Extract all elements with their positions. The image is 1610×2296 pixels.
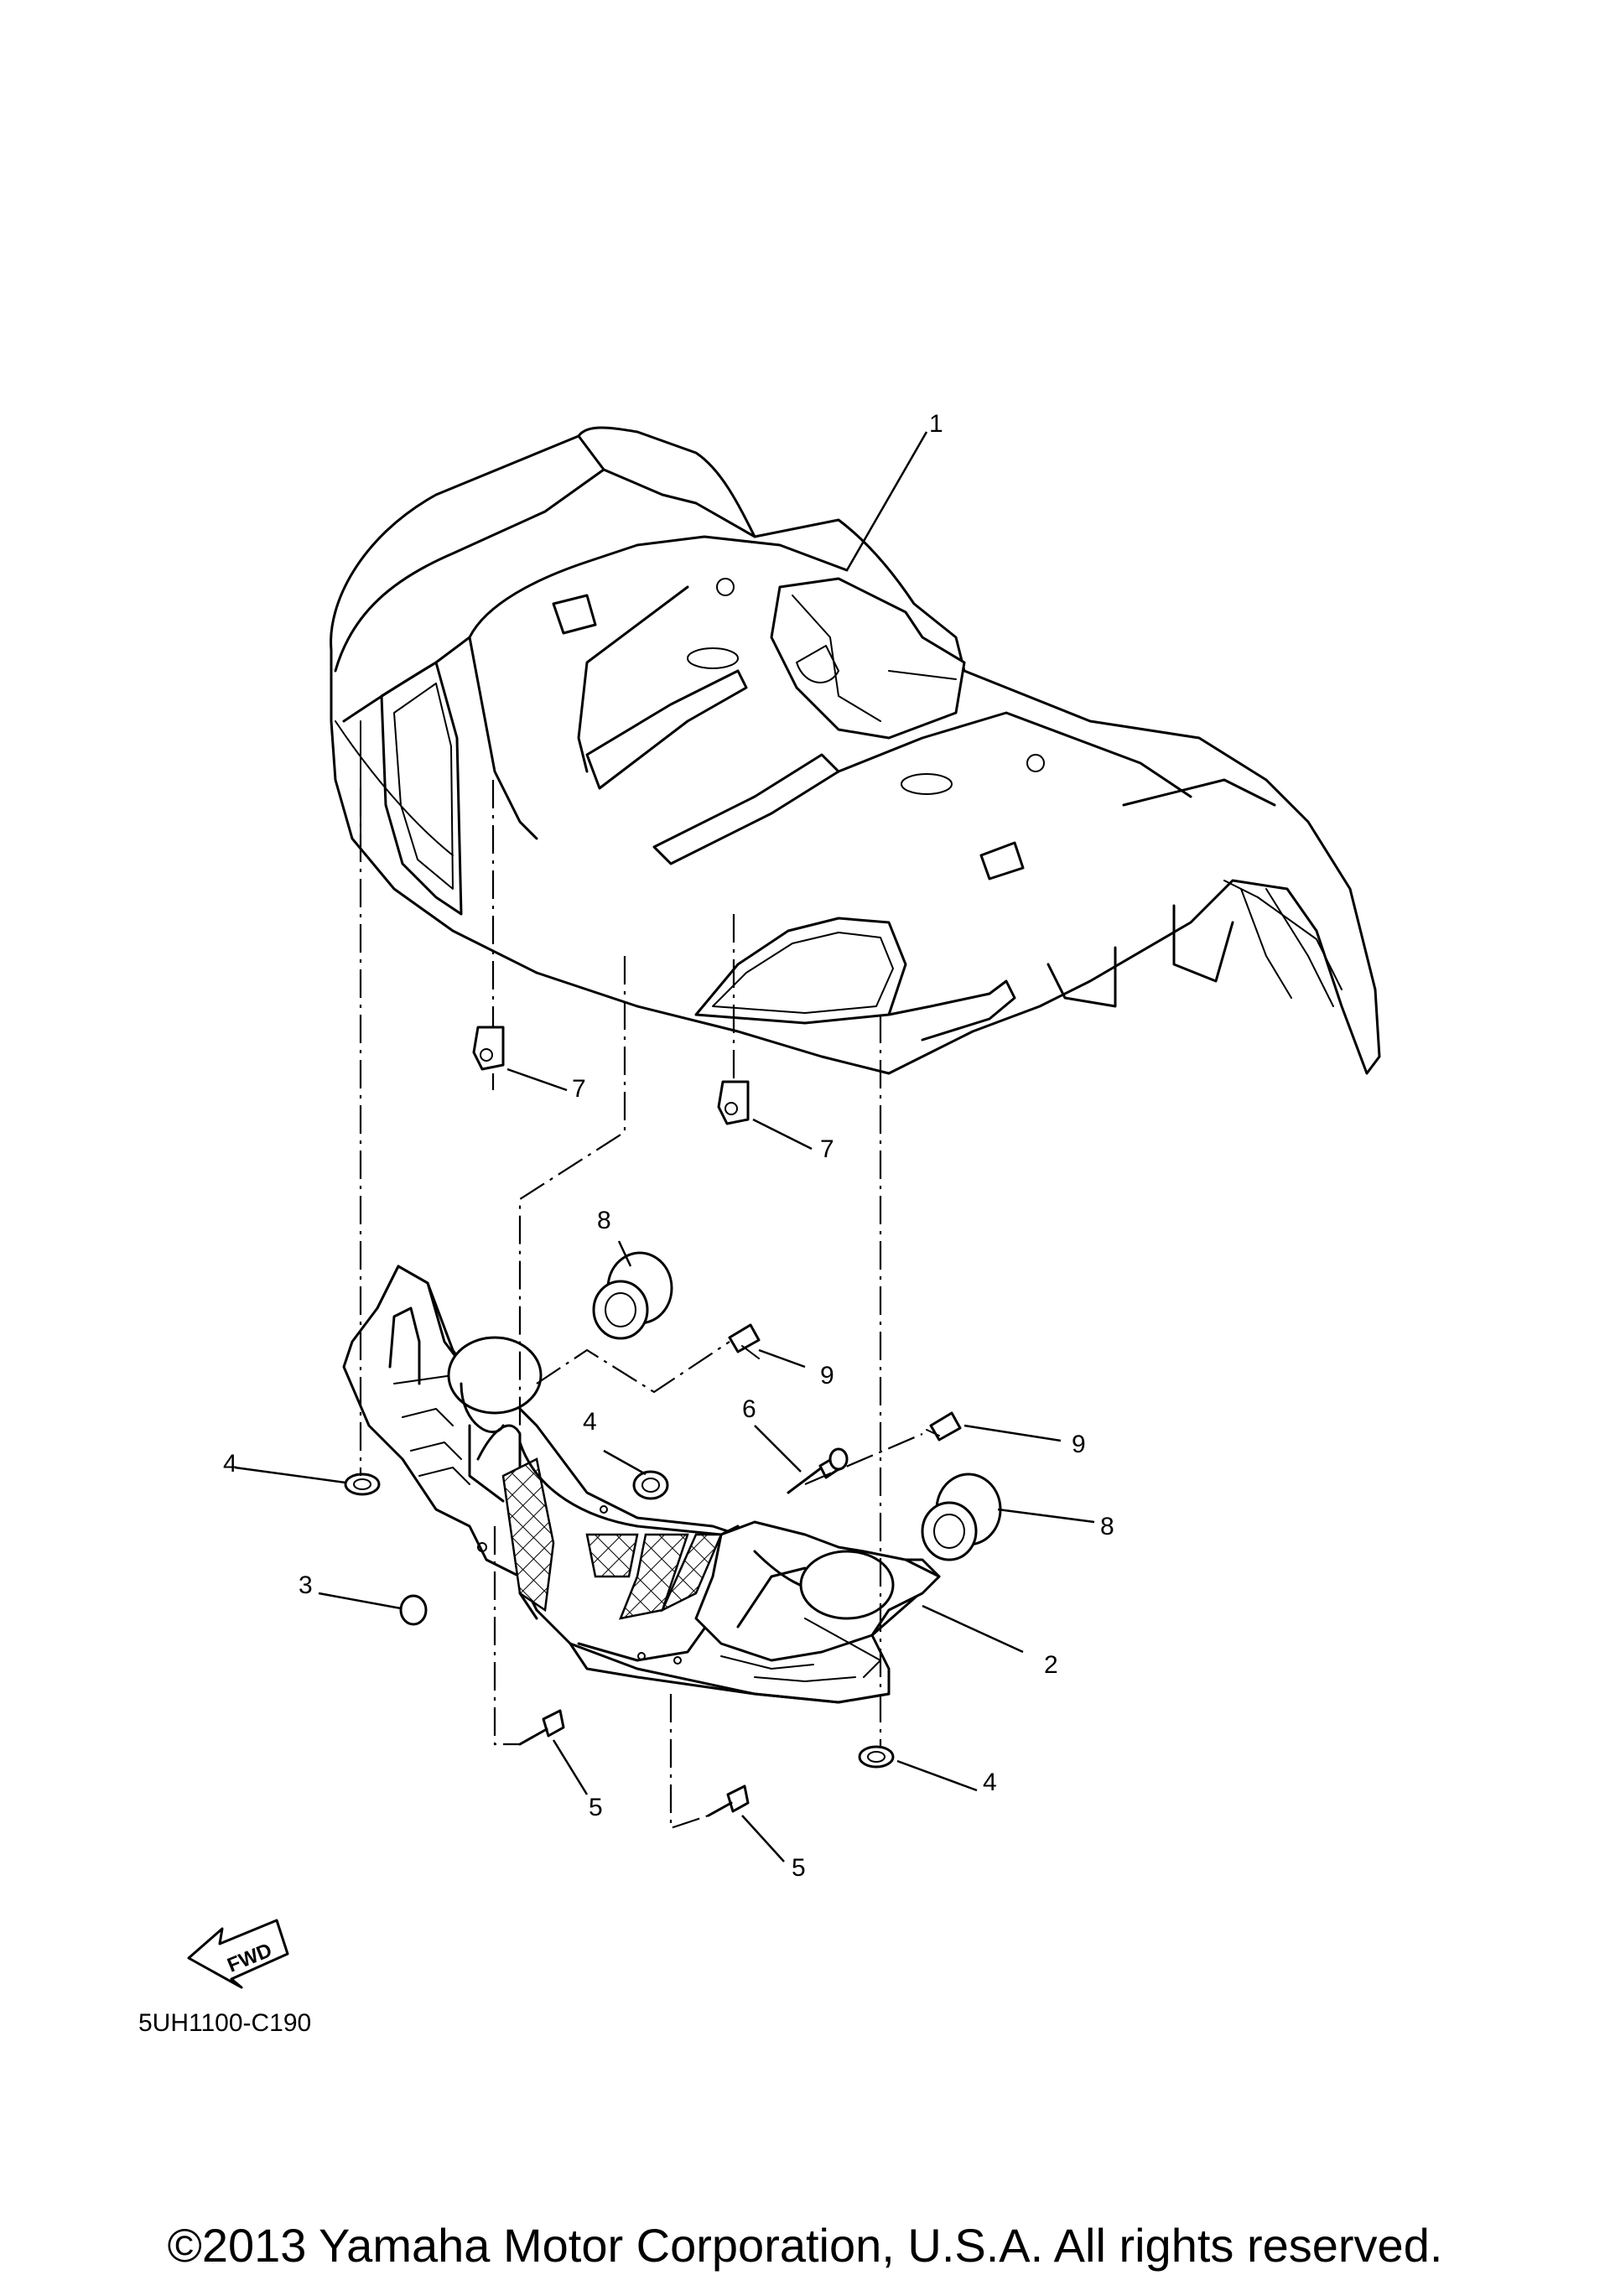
- bolt-part-5: [518, 1709, 750, 1817]
- grommet-part-4: [344, 1470, 895, 1769]
- callout-8-right: 8: [1100, 1513, 1114, 1540]
- callout-7-left: 7: [572, 1075, 586, 1103]
- leader-lines: [234, 431, 1095, 1862]
- copyright-notice: ©2013 Yamaha Motor Corporation, U.S.A. A…: [167, 2219, 1443, 2272]
- callout-7-right: 7: [820, 1135, 834, 1163]
- callout-5-right: 5: [792, 1854, 806, 1882]
- screw-part-6: [787, 1447, 849, 1494]
- diagram-code: 5UH1100-C190: [138, 2009, 311, 2037]
- callout-3: 3: [299, 1571, 313, 1599]
- callout-9-left: 9: [820, 1362, 834, 1390]
- callout-4-right: 4: [983, 1769, 997, 1796]
- front-guard-part-2: [342, 1265, 941, 1704]
- emblem-part-3: [399, 1594, 428, 1626]
- bolt-part-9: [728, 1323, 962, 1441]
- callout-5-left: 5: [589, 1794, 603, 1821]
- callout-8-top: 8: [597, 1207, 611, 1234]
- front-fender-part-1: [330, 426, 1381, 1075]
- callout-4-center: 4: [583, 1408, 597, 1436]
- callout-1: 1: [929, 410, 943, 438]
- callout-4-left: 4: [223, 1450, 237, 1478]
- grommet-part-8: [592, 1251, 1002, 1561]
- alignment-lines: [359, 780, 923, 1830]
- callout-6: 6: [742, 1395, 756, 1423]
- callout-numbers: 1 2 3 4 4 4 5 5 6 7 7 8 8 9 9: [223, 410, 1114, 1882]
- callout-9-right: 9: [1072, 1431, 1086, 1458]
- callout-2: 2: [1044, 1651, 1058, 1679]
- fwd-arrow-icon: FWD: [187, 1919, 289, 1989]
- clip-part-7: [472, 1026, 750, 1125]
